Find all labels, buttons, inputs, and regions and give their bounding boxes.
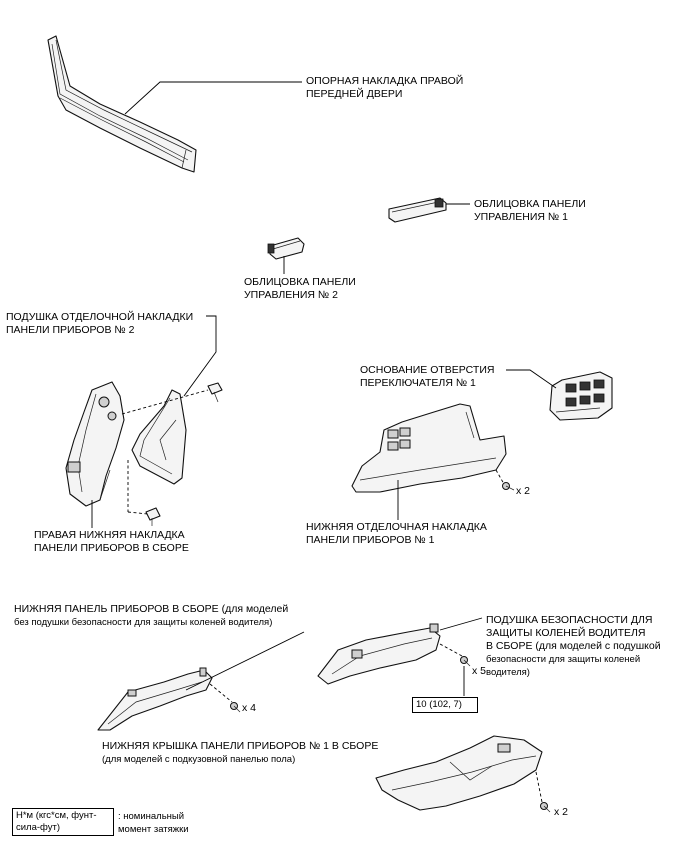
knee-airbag-part xyxy=(317,623,441,685)
bolt-airbag xyxy=(460,656,471,667)
legend-unit-line: сила-фут) xyxy=(16,822,61,833)
airbag-bolt-dash xyxy=(439,643,463,657)
label-line: ОБЛИЦОВКА ПАНЕЛИ xyxy=(244,276,356,288)
label-switch-hole-base: ОСНОВАНИЕ ОТВЕРСТИЯ ПЕРЕКЛЮЧАТЕЛЯ № 1 xyxy=(360,364,494,390)
door-scuff-leader xyxy=(124,81,302,115)
lower-cover-part xyxy=(375,735,543,811)
legend-unit-box: Н*м (кгс*см, фунт- сила-фут) xyxy=(12,808,114,836)
label-right-lower-trim: ПРАВАЯ НИЖНЯЯ НАКЛАДКА ПАНЕЛИ ПРИБОРОВ В… xyxy=(34,529,189,555)
finish-screw-dash xyxy=(495,469,505,485)
panel-finish-2-part xyxy=(267,237,305,260)
label-line: ЗАЩИТЫ КОЛЕНЕЙ ВОДИТЕЛЯ xyxy=(486,627,646,639)
label-line: ОБЛИЦОВКА ПАНЕЛИ xyxy=(474,198,586,210)
label-line: УПРАВЛЕНИЯ № 1 xyxy=(474,211,568,223)
lower-finish-panel-part xyxy=(351,403,507,493)
switch-hole-base-part xyxy=(549,371,613,421)
legend-desc-line: : номинальный xyxy=(118,811,185,822)
label-line: ПАНЕЛИ ПРИБОРОВ № 2 xyxy=(6,324,135,336)
label-panel-finish-2: ОБЛИЦОВКА ПАНЕЛИ УПРАВЛЕНИЯ № 2 xyxy=(244,276,356,302)
cover-screw-dash xyxy=(535,771,543,803)
label-lower-panel-assy: НИЖНЯЯ ПАНЕЛЬ ПРИБОРОВ В СБОРЕ (для моде… xyxy=(14,603,288,629)
label-cushion-2: ПОДУШКА ОТДЕЛОЧНОЙ НАКЛАДКИ ПАНЕЛИ ПРИБО… xyxy=(6,311,193,337)
label-line: ПОДУШКА ОТДЕЛОЧНОЙ НАКЛАДКИ xyxy=(6,311,194,323)
label-line: ПРАВАЯ НИЖНЯЯ НАКЛАДКА xyxy=(34,529,185,541)
cushion-dash-1 xyxy=(121,389,209,415)
label-line: без подушки безопасности для защиты коле… xyxy=(14,617,273,628)
label-line: В СБОРЕ (для моделей с подушкой xyxy=(486,640,661,652)
cushion-part xyxy=(131,389,187,485)
label-panel-finish-1: ОБЛИЦОВКА ПАНЕЛИ УПРАВЛЕНИЯ № 1 xyxy=(474,198,586,224)
qty-finish-screw: x 2 xyxy=(516,485,531,497)
qty-cover-screw: x 2 xyxy=(554,806,569,818)
legend-desc-line: момент затяжки xyxy=(118,824,189,835)
label-line: безопасности для защиты коленей xyxy=(486,654,641,665)
label-line: (для моделей с подкузовной панелью пола) xyxy=(102,754,296,765)
label-line: водителя) xyxy=(486,667,530,678)
label-line: НИЖНЯЯ ПАНЕЛЬ ПРИБОРОВ В СБОРЕ (для моде… xyxy=(14,603,289,615)
panel-screw-dash xyxy=(209,683,233,703)
label-lower-finish-1: НИЖНЯЯ ОТДЕЛОЧНАЯ НАКЛАДКА ПАНЕЛИ ПРИБОР… xyxy=(306,521,487,547)
label-line: ПАНЕЛИ ПРИБОРОВ В СБОРЕ xyxy=(34,542,189,554)
label-line: ПЕРЕКЛЮЧАТЕЛЯ № 1 xyxy=(360,377,476,389)
label-line: ПОДУШКА БЕЗОПАСНОСТИ ДЛЯ xyxy=(486,614,653,626)
label-line: НИЖНЯЯ ОТДЕЛОЧНАЯ НАКЛАДКА xyxy=(306,521,487,533)
label-line: НИЖНЯЯ КРЫШКА ПАНЕЛИ ПРИБОРОВ № 1 В СБОР… xyxy=(102,740,379,752)
qty-panel-screw: x 4 xyxy=(242,702,257,714)
lower-panel-leader xyxy=(185,631,305,691)
label-door-scuff: ОПОРНАЯ НАКЛАДКА ПРАВОЙ ПЕРЕДНЕЙ ДВЕРИ xyxy=(306,75,463,101)
cushion-dash-3 xyxy=(127,511,149,515)
lower-panel-assy-part xyxy=(97,667,213,731)
screw-finish xyxy=(502,482,515,491)
label-knee-airbag: ПОДУШКА БЕЗОПАСНОСТИ ДЛЯ ЗАЩИТЫ КОЛЕНЕЙ … xyxy=(486,614,661,679)
legend-unit-line: Н*м (кгс*см, фунт- xyxy=(16,810,97,821)
right-lower-trim-part xyxy=(65,381,125,507)
screw-panel xyxy=(230,702,241,713)
legend-description: : номинальный момент затяжки xyxy=(118,810,189,836)
torque-value-box: 10 (102, 7) xyxy=(412,697,478,713)
qty-airbag-bolt: x 5 xyxy=(472,665,487,677)
cushion-leader xyxy=(183,315,217,397)
label-line: УПРАВЛЕНИЯ № 2 xyxy=(244,289,338,301)
label-line: ПЕРЕДНЕЙ ДВЕРИ xyxy=(306,88,403,100)
knee-airbag-leader xyxy=(439,617,483,631)
label-line: ОПОРНАЯ НАКЛАДКА ПРАВОЙ xyxy=(306,75,464,87)
label-line: ОСНОВАНИЕ ОТВЕРСТИЯ xyxy=(360,364,495,376)
clip-lower xyxy=(145,507,161,526)
label-lower-cover-1: НИЖНЯЯ КРЫШКА ПАНЕЛИ ПРИБОРОВ № 1 В СБОР… xyxy=(102,740,378,766)
switch-base-leader xyxy=(506,369,557,389)
clip xyxy=(207,382,223,403)
screw-cover xyxy=(540,802,551,813)
label-line: ПАНЕЛИ ПРИБОРОВ № 1 xyxy=(306,534,435,546)
door-scuff-plate xyxy=(47,35,197,173)
panel-finish-1-part xyxy=(388,197,447,223)
